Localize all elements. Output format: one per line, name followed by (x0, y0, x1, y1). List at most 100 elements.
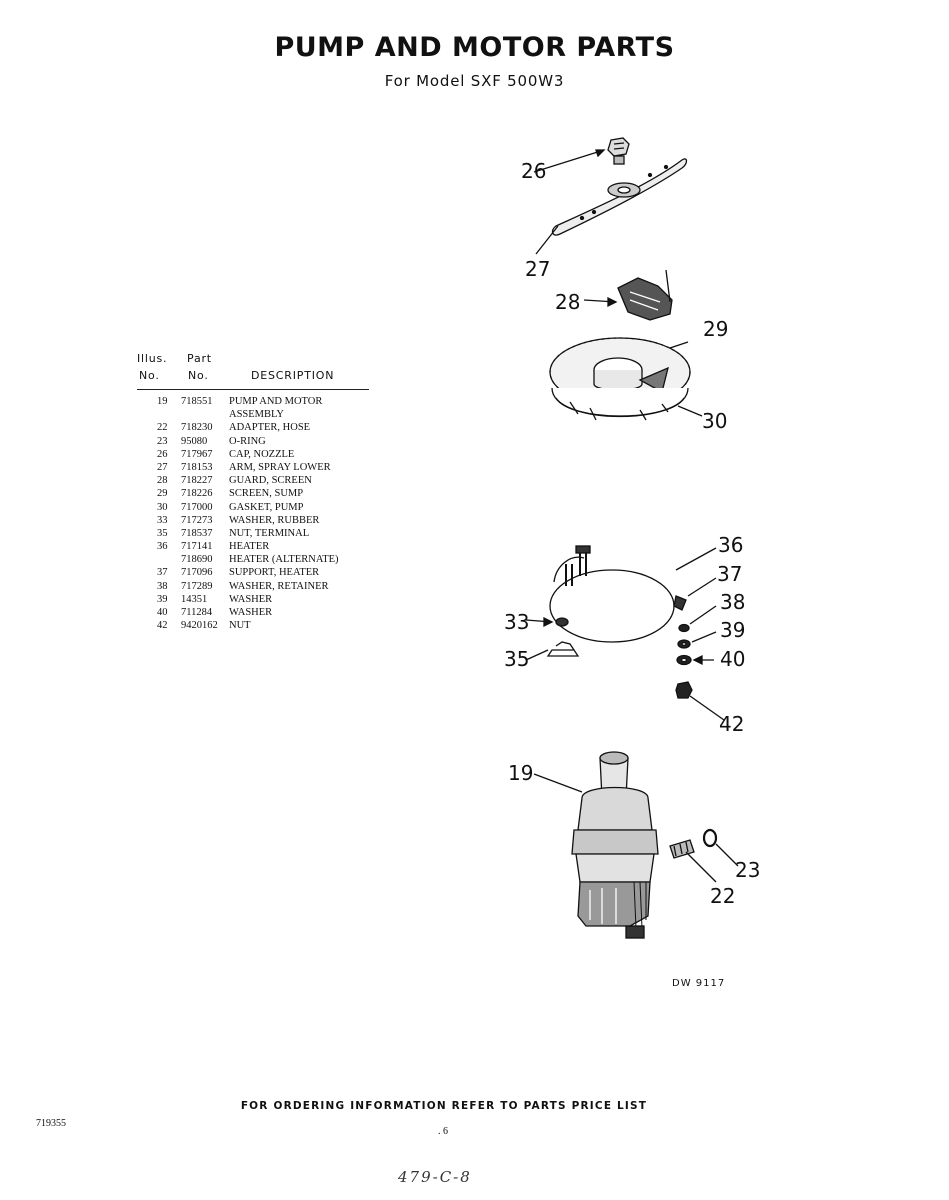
leader-30 (677, 405, 703, 417)
part-37-heater-support (673, 595, 687, 611)
part-number: 717141 (181, 541, 213, 553)
part-35-terminal-nut (546, 641, 580, 657)
part-number: 711284 (181, 607, 213, 618)
part-28-screen-guard (617, 269, 673, 321)
illus-number: 35 (157, 527, 168, 539)
leader-26 (533, 149, 605, 173)
table-row: ASSEMBLY (137, 409, 377, 422)
part-description: GUARD, SCREEN (229, 475, 312, 487)
leader-39 (691, 631, 717, 643)
header-part-2: No. (188, 369, 209, 382)
illus-number: 23 (157, 435, 168, 447)
part-number: 717967 (181, 448, 213, 460)
callout-30: 30 (702, 409, 728, 433)
part-description: SUPPORT, HEATER (229, 567, 320, 579)
table-row: 35 718537 NUT, TERMINAL (137, 528, 377, 541)
part-description: HEATER (229, 541, 270, 553)
header-rule (137, 389, 369, 390)
part-number: 718537 (181, 527, 213, 539)
part-description: NUT, TERMINAL (229, 527, 310, 539)
header-description: DESCRIPTION (251, 369, 335, 382)
header-illus-2: No. (139, 369, 160, 382)
part-number: 718227 (181, 475, 213, 487)
leader-19 (533, 773, 583, 793)
part-26-nozzle-cap (607, 137, 630, 165)
part-description: GASKET, PUMP (229, 501, 304, 513)
part-description: ARM, SPRAY LOWER (229, 461, 331, 473)
part-30-pump-gasket (551, 387, 689, 421)
header-illus-1: Illus. (137, 352, 168, 365)
leader-29 (669, 341, 689, 349)
part-27-spray-arm (551, 158, 688, 236)
illus-number: 30 (157, 501, 168, 513)
part-description: WASHER, RETAINER (229, 580, 329, 592)
illus-number: 28 (157, 475, 168, 487)
part-description: NUT (229, 620, 251, 632)
part-number: 718551 (181, 396, 213, 407)
part-number: 717096 (181, 567, 213, 579)
leader-36 (675, 547, 717, 571)
part-number: 718226 (181, 488, 213, 500)
part-22-hose-adapter (669, 839, 695, 859)
callout-28: 28 (555, 290, 581, 314)
part-19-pump-motor-assembly (571, 751, 659, 939)
part-number: 717000 (181, 501, 213, 513)
table-row: 42 9420162 NUT (137, 620, 377, 633)
part-number: 717289 (181, 580, 213, 592)
part-38-retainer-washer (678, 623, 690, 633)
handwritten-note: 479-C-8 (398, 1168, 472, 1186)
illus-number: 19 (157, 396, 168, 407)
callout-29: 29 (703, 317, 729, 341)
leader-23 (715, 843, 739, 867)
table-row: 40 711284 WASHER (137, 607, 377, 620)
leader-42 (689, 695, 725, 721)
part-number: 718690 (181, 554, 213, 566)
part-number: 9420162 (181, 620, 218, 632)
part-number: 717273 (181, 514, 213, 526)
illus-number: 42 (157, 620, 168, 632)
table-row: 30 717000 GASKET, PUMP (137, 502, 377, 515)
callout-37: 37 (717, 562, 743, 586)
part-36-heater (549, 545, 675, 643)
callout-33: 33 (504, 610, 530, 634)
leader-37 (687, 577, 717, 597)
callout-19: 19 (508, 761, 534, 785)
part-description: PUMP AND MOTOR (229, 396, 323, 407)
table-row: 28 718227 GUARD, SCREEN (137, 475, 377, 488)
document-number: 719355 (36, 1118, 66, 1129)
parts-table: Illus. No. Part No. DESCRIPTION 19 718551… (137, 352, 369, 631)
page-number: . 6 (438, 1126, 448, 1137)
exploded-parts-diagram (525, 137, 739, 939)
leader-35 (525, 649, 549, 661)
part-42-nut (675, 681, 693, 699)
part-description: O-RING (229, 435, 266, 447)
illus-number: 29 (157, 488, 168, 500)
part-23-o-ring (702, 828, 718, 848)
ordering-note: FOR ORDERING INFORMATION REFER TO PARTS … (240, 1100, 648, 1112)
table-header: Illus. No. Part No. DESCRIPTION (137, 352, 369, 388)
part-33-rubber-washer (555, 617, 569, 627)
illus-number: 27 (157, 461, 168, 473)
part-description: WASHER (229, 607, 273, 618)
callout-26: 26 (521, 159, 547, 183)
figure-code: DW 9117 (672, 978, 726, 989)
callout-42: 42 (719, 712, 745, 736)
callout-27: 27 (525, 257, 551, 281)
part-description: ADAPTER, HOSE (229, 422, 311, 434)
leader-27 (535, 225, 559, 255)
callout-23: 23 (735, 858, 761, 882)
illus-number: 40 (157, 607, 168, 618)
part-description: WASHER (229, 593, 273, 605)
part-description: CAP, NOZZLE (229, 448, 295, 460)
